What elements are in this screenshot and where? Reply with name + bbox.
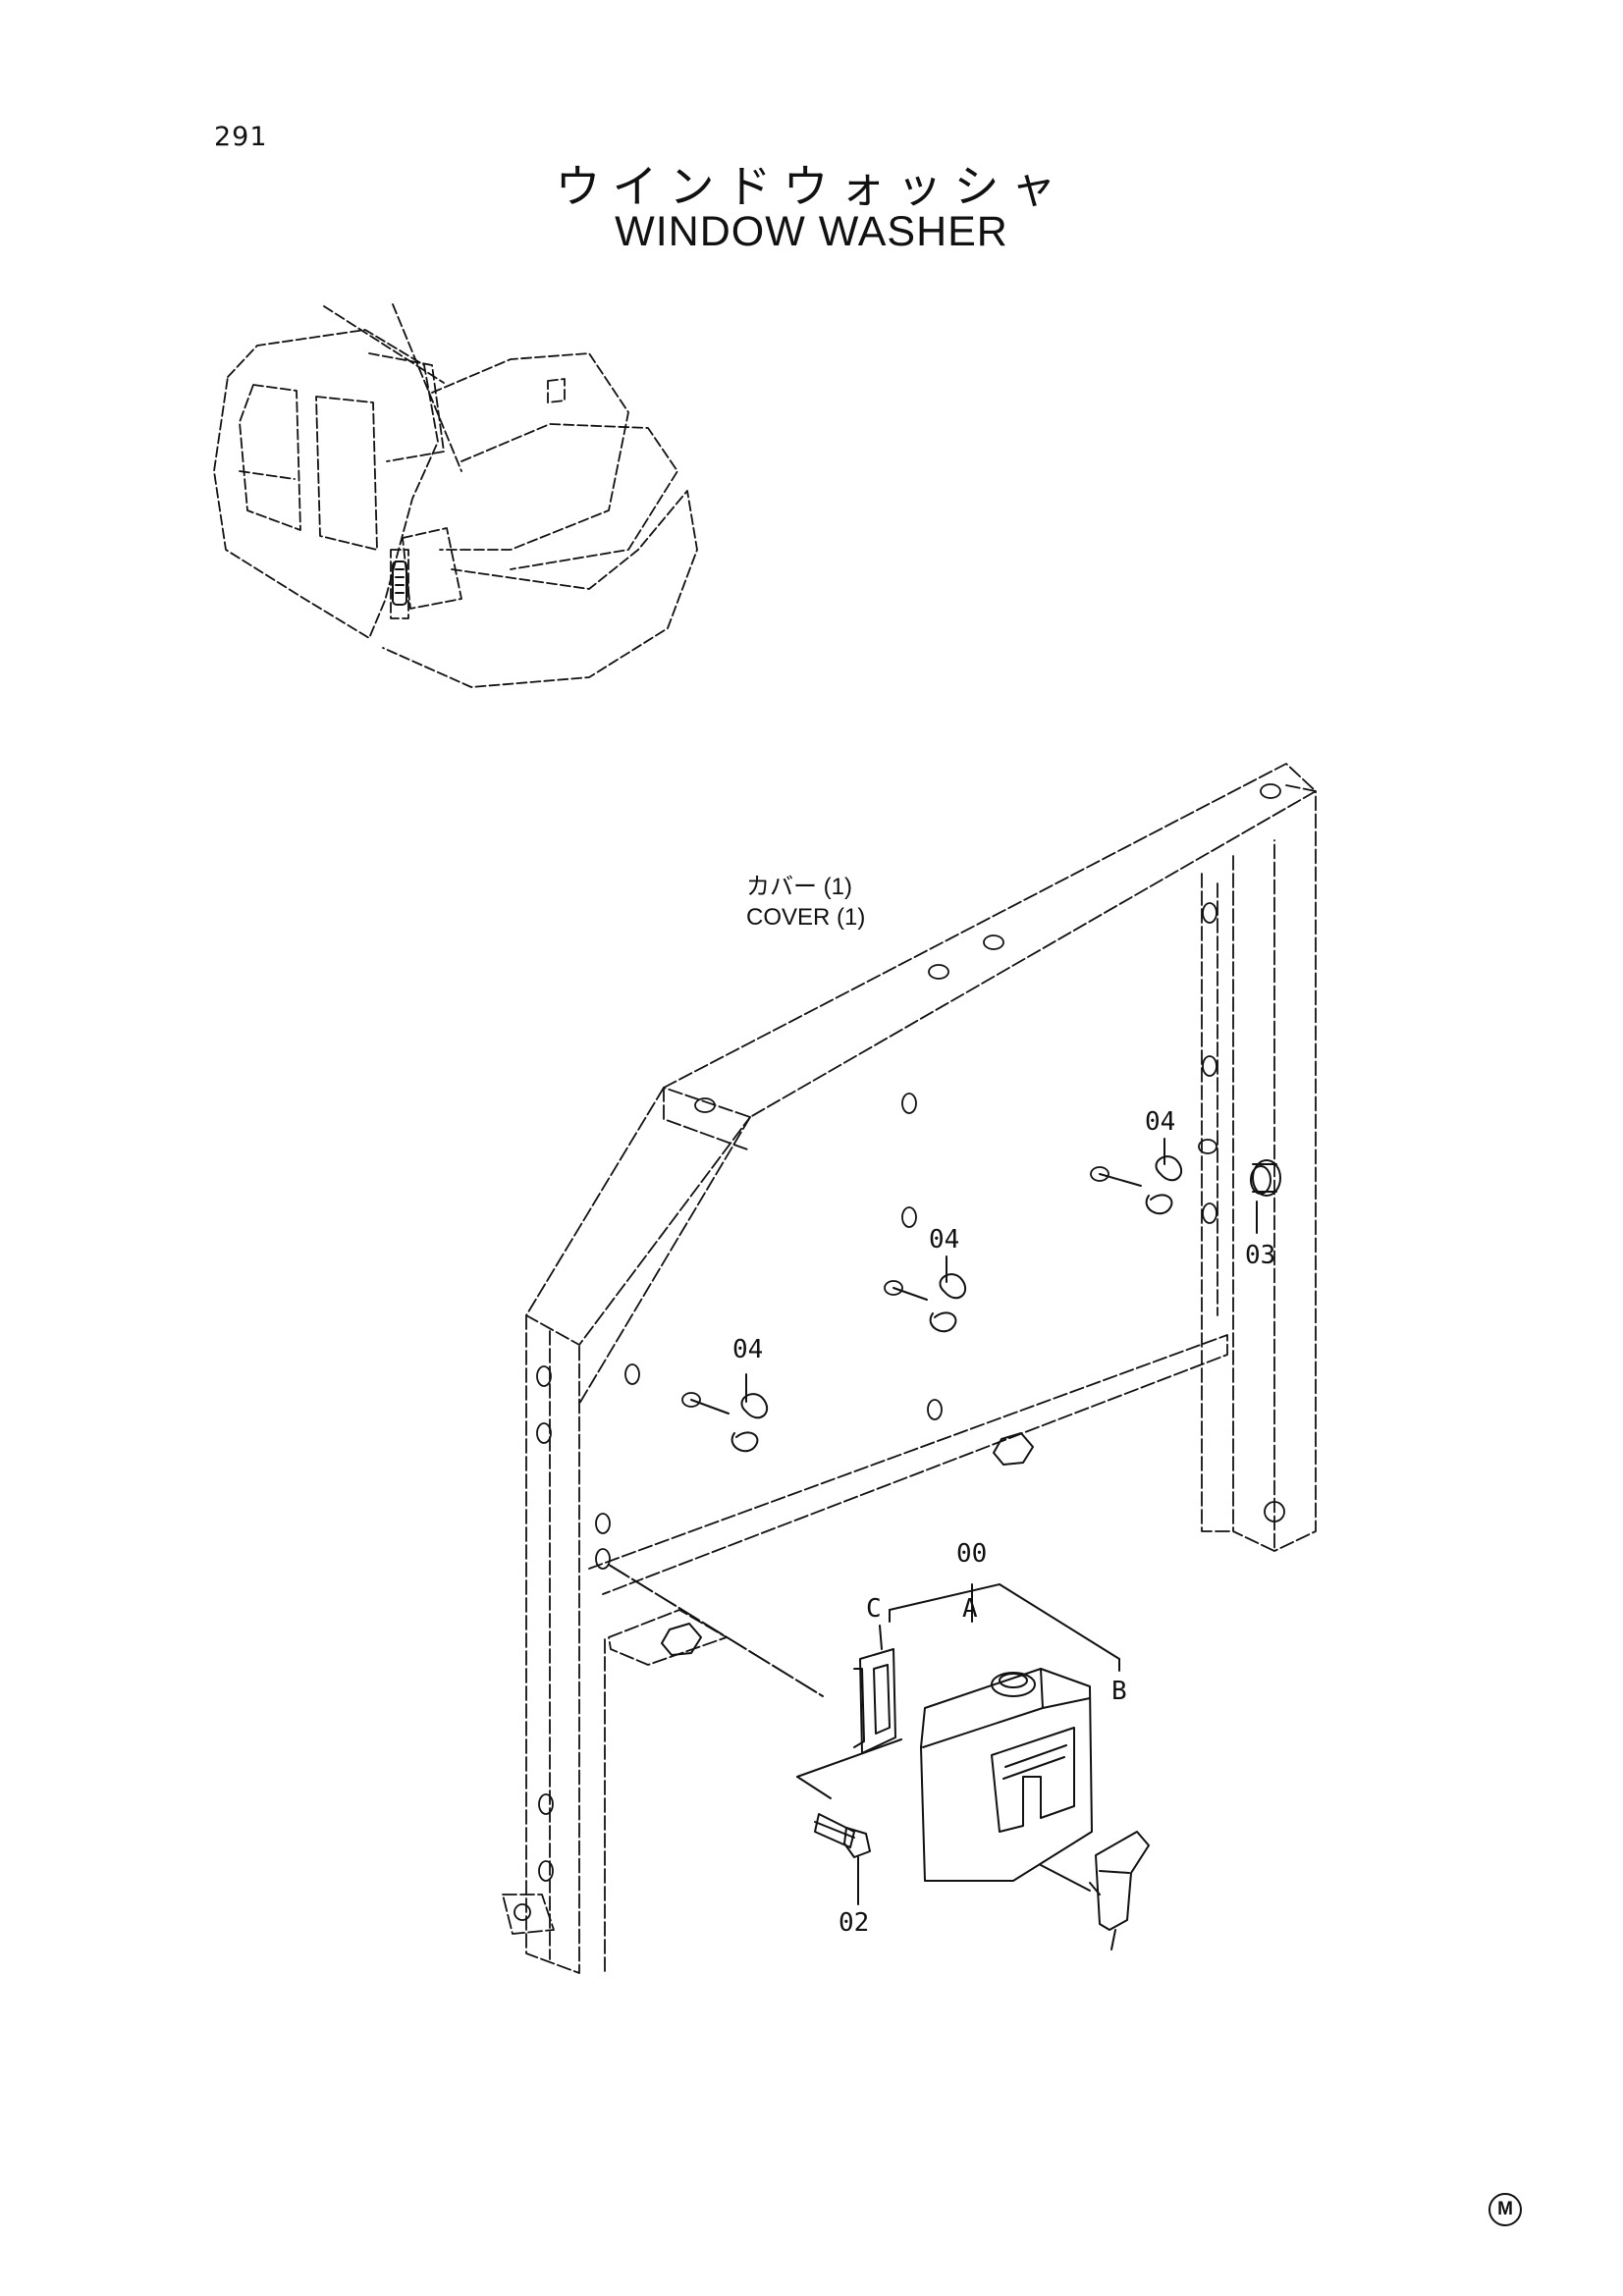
hose-clip-04 xyxy=(893,1255,967,1333)
callout-04: 04 xyxy=(732,1335,764,1364)
grommet-03 xyxy=(1250,1159,1281,1234)
cover-label-en: COVER (1) xyxy=(746,904,866,931)
frame-holes xyxy=(514,783,1285,1921)
title-japanese: ウインドウォッシャ xyxy=(555,160,1068,213)
title-english: WINDOW WASHER xyxy=(615,208,1008,255)
excavator-washer-highlight xyxy=(392,561,407,606)
callout-a: A xyxy=(962,1594,978,1624)
hose-clip-04 xyxy=(690,1373,769,1453)
callout-04: 04 xyxy=(1145,1107,1176,1137)
callout-b: B xyxy=(1111,1677,1127,1706)
cover-label: カバー (1) COVER (1) xyxy=(746,872,865,933)
washer-assembly-00 xyxy=(608,1564,1150,1950)
bolt-02 xyxy=(814,1813,871,1905)
callout-02: 02 xyxy=(839,1908,870,1938)
frame-nuts xyxy=(661,1432,1034,1656)
manufacturer-mark: M xyxy=(1488,2193,1522,2226)
callout-c: C xyxy=(866,1594,882,1624)
callout-03: 03 xyxy=(1245,1241,1276,1270)
callout-00: 00 xyxy=(956,1539,988,1569)
cover-frame xyxy=(502,763,1317,1974)
cover-label-jp: カバー (1) xyxy=(746,874,852,900)
excavator-locator-illustration xyxy=(213,303,698,688)
page-number: 291 xyxy=(214,122,268,152)
hose-clip-04 xyxy=(1099,1138,1183,1215)
callout-04: 04 xyxy=(929,1225,960,1255)
